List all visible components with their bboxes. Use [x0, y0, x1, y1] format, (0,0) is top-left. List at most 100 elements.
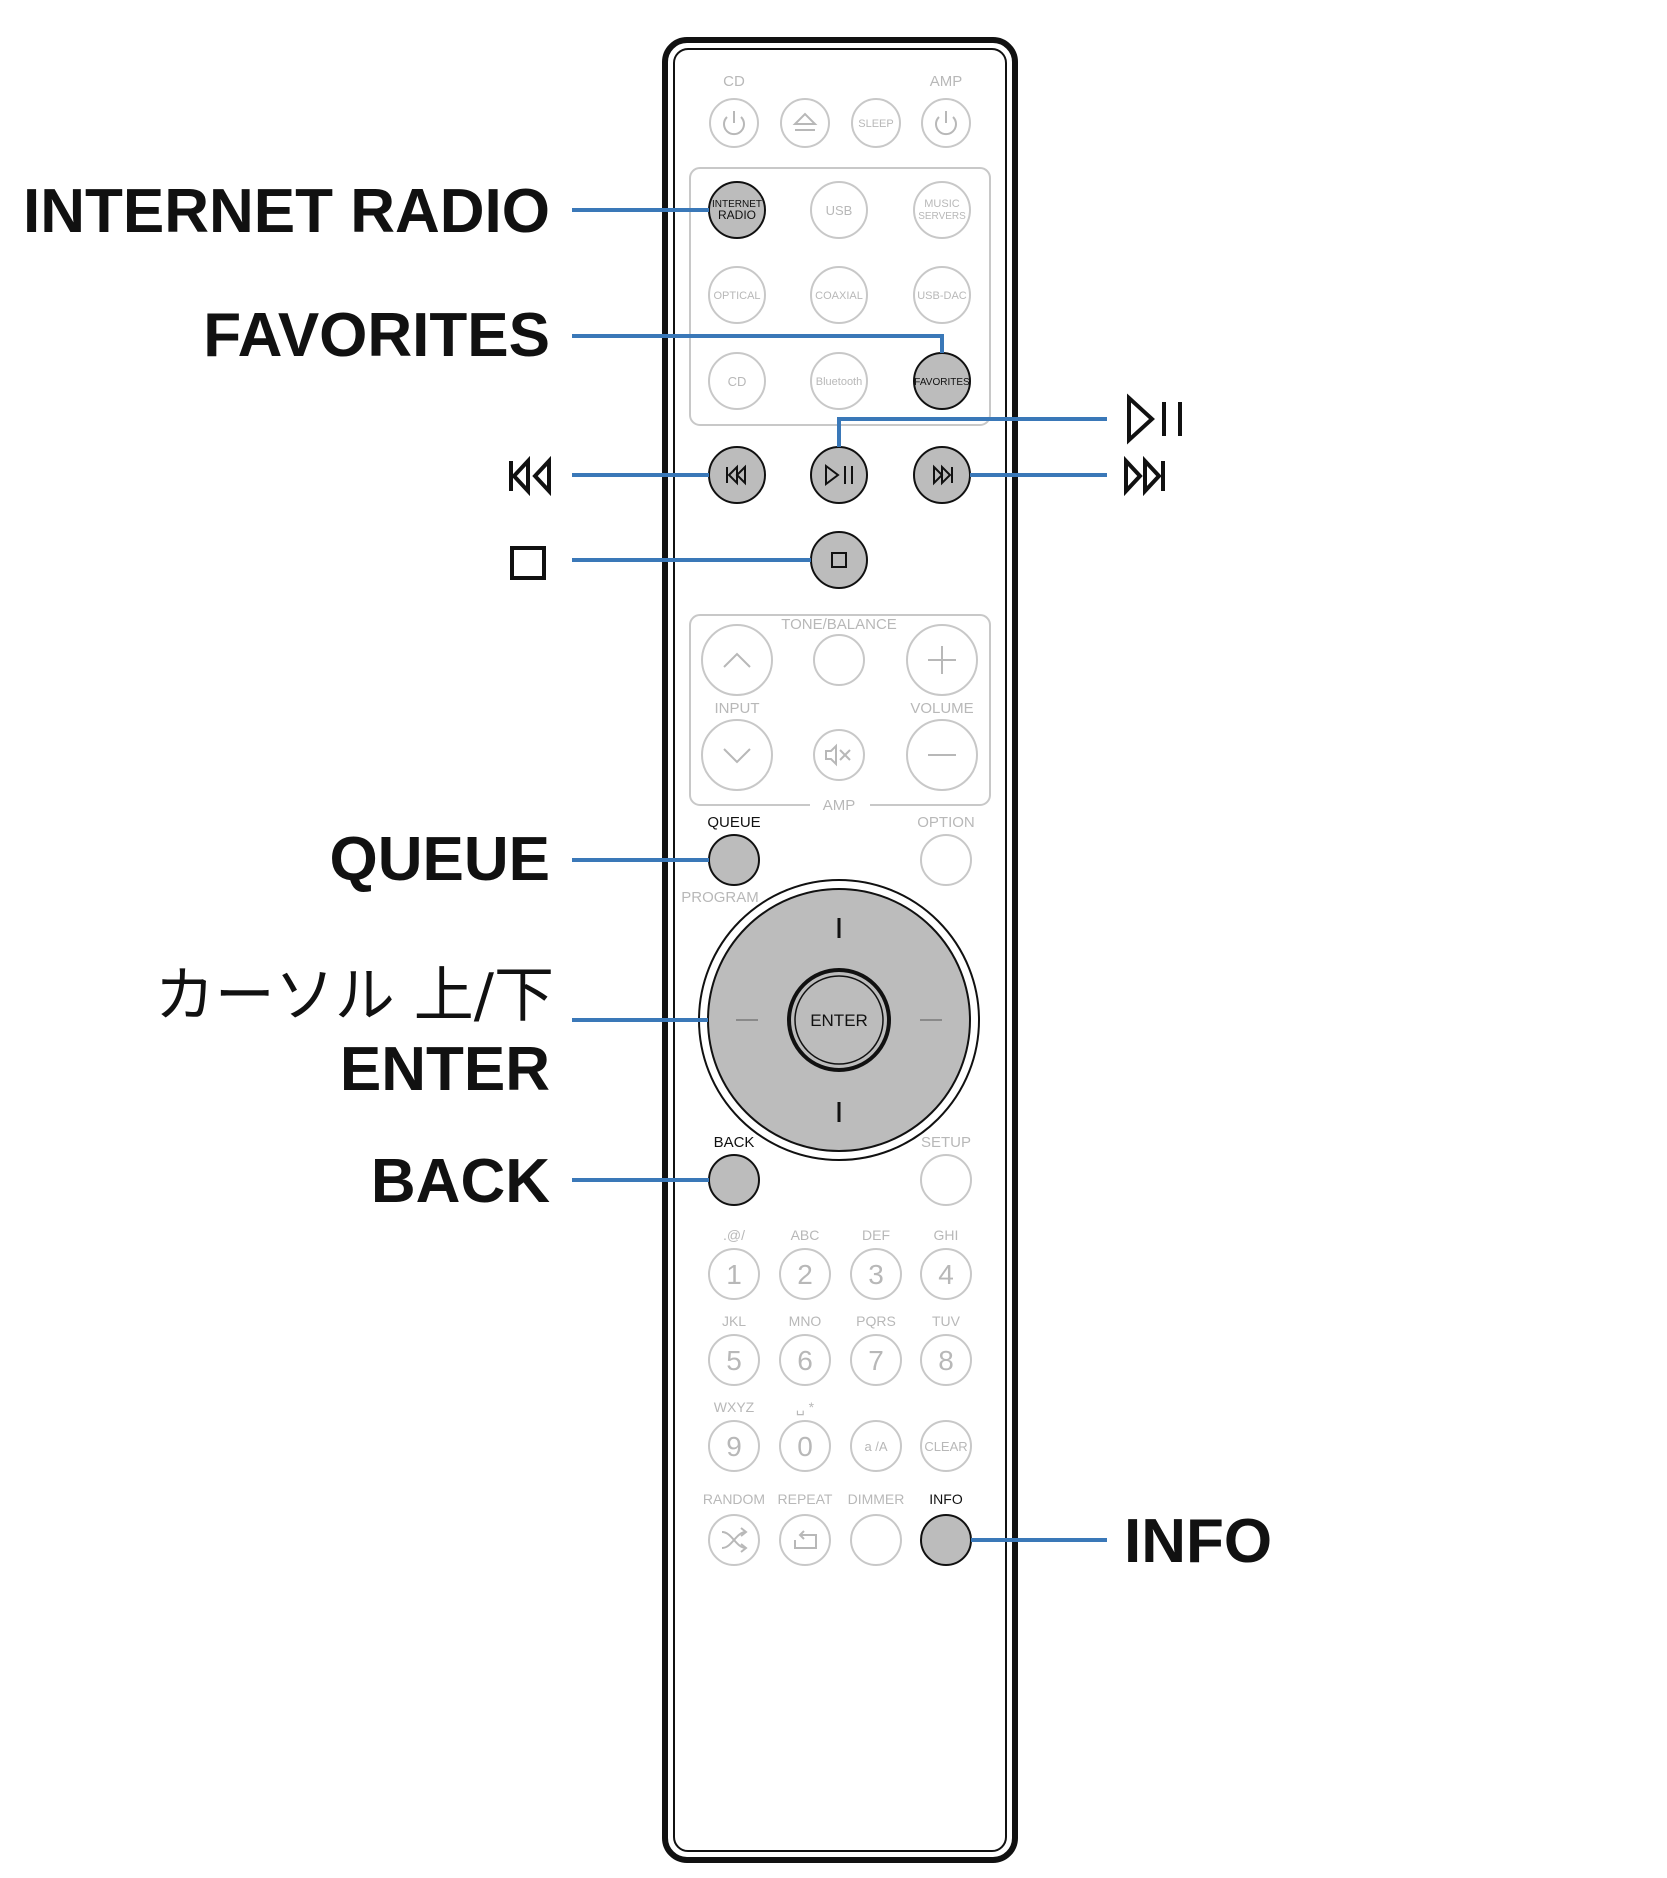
- setup-button[interactable]: [920, 1154, 972, 1206]
- tone-balance-label: TONE/BALANCE: [781, 616, 897, 633]
- keypad-button-3[interactable]: 4: [920, 1248, 972, 1300]
- callout-favorites: FAVORITES: [203, 301, 550, 370]
- remote-body-inner: [673, 48, 1007, 1852]
- keypad-button-9[interactable]: 0: [779, 1420, 831, 1472]
- keypad-letters: .@/: [723, 1227, 745, 1243]
- favorites-button[interactable]: FAVORITES: [913, 352, 971, 410]
- keypad-key-label: 2: [797, 1259, 813, 1290]
- callout-queue: QUEUE: [330, 825, 550, 894]
- keypad-key-label: 5: [726, 1345, 742, 1376]
- eject-button[interactable]: [780, 98, 830, 148]
- keypad-key-label: CLEAR: [924, 1439, 967, 1454]
- bluetooth-button[interactable]: Bluetooth: [810, 352, 868, 410]
- input-label: INPUT: [715, 700, 760, 717]
- program-label: PROGRAM: [681, 889, 759, 906]
- dimmer-button[interactable]: [850, 1514, 902, 1566]
- play-pause-leader: [837, 417, 1107, 447]
- sleep-label: SLEEP: [858, 118, 893, 130]
- keypad-key-label: 4: [938, 1259, 954, 1290]
- callout-cursor-updown: カーソル 上/下: [155, 961, 554, 1031]
- tone-balance-button[interactable]: [813, 634, 865, 686]
- keypad-letters: ABC: [791, 1227, 820, 1243]
- usb-label: USB: [826, 203, 853, 218]
- callout-internet-radio: INTERNET RADIO: [23, 177, 550, 246]
- input-up-button[interactable]: [701, 624, 773, 696]
- keypad-button-10[interactable]: a /A: [850, 1420, 902, 1472]
- enter-button[interactable]: ENTER: [787, 968, 891, 1072]
- repeat-icon: [794, 1530, 817, 1549]
- keypad-letters: ␣ *: [796, 1399, 815, 1416]
- random-button[interactable]: [708, 1514, 760, 1566]
- bluetooth-label: Bluetooth: [816, 376, 862, 388]
- queue-remote-label: QUEUE: [707, 814, 760, 831]
- cd-source-button[interactable]: CD: [708, 352, 766, 410]
- dimmer-label: DIMMER: [848, 1491, 905, 1507]
- info-button[interactable]: [920, 1514, 972, 1566]
- internet-radio-button[interactable]: INTERNET RADIO: [708, 181, 766, 239]
- usb-dac-button[interactable]: USB-DAC: [913, 266, 971, 324]
- play-pause-icon: [1127, 393, 1182, 445]
- keypad-key-label: 8: [938, 1345, 954, 1376]
- stop-button[interactable]: [810, 531, 868, 589]
- skip-forward-button[interactable]: [913, 446, 971, 504]
- usb-dac-label: USB-DAC: [917, 290, 967, 302]
- stop-icon: [831, 552, 847, 568]
- queue-button[interactable]: [708, 834, 760, 886]
- skip-forward-icon: [1124, 455, 1165, 497]
- keypad-button-5[interactable]: 6: [779, 1334, 831, 1386]
- keypad-key-label: 6: [797, 1345, 813, 1376]
- keypad-key-label: 0: [797, 1431, 813, 1462]
- keypad-letters: MNO: [789, 1313, 822, 1329]
- keypad: .@/1ABC2DEF3GHI4JKL5MNO6PQRS7TUV8WXYZ9␣ …: [708, 1227, 972, 1472]
- play-pause-button[interactable]: [810, 446, 868, 504]
- volume-label: VOLUME: [910, 700, 973, 717]
- volume-up-button[interactable]: [906, 624, 978, 696]
- usb-button[interactable]: USB: [810, 181, 868, 239]
- power-icon: [935, 111, 957, 136]
- cd-power-label: CD: [723, 73, 745, 90]
- cd-source-label: CD: [728, 374, 747, 389]
- mute-icon: [825, 743, 851, 767]
- skip-forward-icon: [933, 464, 953, 486]
- mute-button[interactable]: [813, 729, 865, 781]
- keypad-button-11[interactable]: CLEAR: [920, 1420, 972, 1472]
- play-pause-icon: [825, 464, 853, 486]
- optical-button[interactable]: OPTICAL: [708, 266, 766, 324]
- power-icon: [723, 111, 745, 136]
- favorites-leader: [572, 334, 944, 353]
- internet-radio-button-label-1: INTERNET: [712, 199, 762, 210]
- option-label: OPTION: [917, 814, 975, 831]
- keypad-letters: DEF: [862, 1227, 890, 1243]
- keypad-button-8[interactable]: 9: [708, 1420, 760, 1472]
- keypad-button-7[interactable]: 8: [920, 1334, 972, 1386]
- skip-back-icon: [509, 455, 551, 497]
- back-button[interactable]: [708, 1154, 760, 1206]
- keypad-button-2[interactable]: 3: [850, 1248, 902, 1300]
- amp-panel-label: AMP: [823, 797, 856, 814]
- keypad-button-1[interactable]: 2: [779, 1248, 831, 1300]
- callout-info: INFO: [1124, 1507, 1272, 1576]
- cd-power-button[interactable]: [709, 98, 759, 148]
- keypad-key-label: 1: [726, 1259, 742, 1290]
- option-button[interactable]: [920, 834, 972, 886]
- keypad-key-label: 7: [868, 1345, 884, 1376]
- keypad-button-4[interactable]: 5: [708, 1334, 760, 1386]
- chevron-down-icon: [723, 748, 751, 764]
- shuffle-icon: [721, 1527, 748, 1553]
- keypad-key-label: a /A: [864, 1439, 887, 1454]
- volume-down-button[interactable]: [906, 719, 978, 791]
- keypad-letters: GHI: [934, 1227, 959, 1243]
- internet-radio-button-label-2: RADIO: [718, 208, 756, 222]
- music-servers-button[interactable]: MUSIC SERVERS: [913, 181, 971, 239]
- sleep-button[interactable]: SLEEP: [851, 98, 901, 148]
- amp-power-button[interactable]: [921, 98, 971, 148]
- input-down-button[interactable]: [701, 719, 773, 791]
- keypad-button-0[interactable]: 1: [708, 1248, 760, 1300]
- coaxial-label: COAXIAL: [815, 290, 863, 302]
- skip-back-button[interactable]: [708, 446, 766, 504]
- coaxial-button[interactable]: COAXIAL: [810, 266, 868, 324]
- keypad-letters: JKL: [722, 1313, 746, 1329]
- repeat-button[interactable]: [779, 1514, 831, 1566]
- keypad-button-6[interactable]: 7: [850, 1334, 902, 1386]
- skip-back-icon: [726, 464, 746, 486]
